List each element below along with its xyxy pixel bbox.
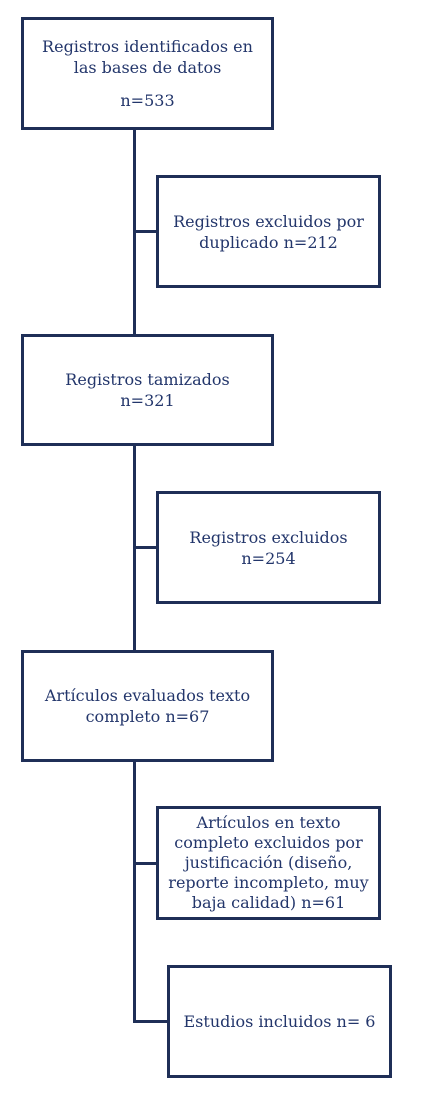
branch-line-included: [133, 1020, 169, 1023]
box-text: n=321: [120, 391, 175, 410]
box-text: Registros identificados en: [42, 37, 253, 56]
records-screened-box: Registros tamizados n=321: [21, 334, 274, 446]
duplicates-excluded-box: Registros excluidos por duplicado n=212: [156, 175, 381, 288]
box-text: completo n=67: [85, 707, 210, 726]
main-flow-line: [133, 760, 136, 1022]
studies-included-box: Estudios incluidos n= 6: [167, 965, 392, 1078]
box-text: completo excluidos por: [174, 833, 363, 852]
box-count: n=533: [120, 91, 175, 110]
box-text: Registros excluidos: [189, 527, 348, 547]
box-text: Estudios incluidos n= 6: [183, 1012, 376, 1031]
full-text-excluded-box: Artículos en texto completo excluidos po…: [156, 806, 381, 920]
box-text: justificación (diseño,: [184, 853, 353, 872]
full-text-assessed-box: Artículos evaluados texto completo n=67: [21, 650, 274, 762]
box-text: Artículos evaluados texto: [44, 686, 251, 705]
box-text: Registros tamizados: [65, 370, 230, 389]
records-identified-box: Registros identificados en las bases de …: [21, 17, 274, 130]
box-text: duplicado n=212: [199, 232, 338, 252]
branch-line-duplicates: [133, 230, 158, 233]
box-text: las bases de datos: [73, 58, 222, 77]
screen-excluded-box: Registros excluidos n=254: [156, 491, 381, 604]
box-text: n=254: [241, 548, 296, 568]
branch-line-screen-excluded: [133, 546, 158, 549]
branch-line-full-text-excluded: [133, 862, 158, 865]
box-text: baja calidad) n=61: [191, 893, 346, 912]
box-text: Artículos en texto: [196, 813, 341, 832]
box-text: Registros excluidos por: [173, 211, 364, 231]
box-text: reporte incompleto, muy: [168, 873, 369, 892]
